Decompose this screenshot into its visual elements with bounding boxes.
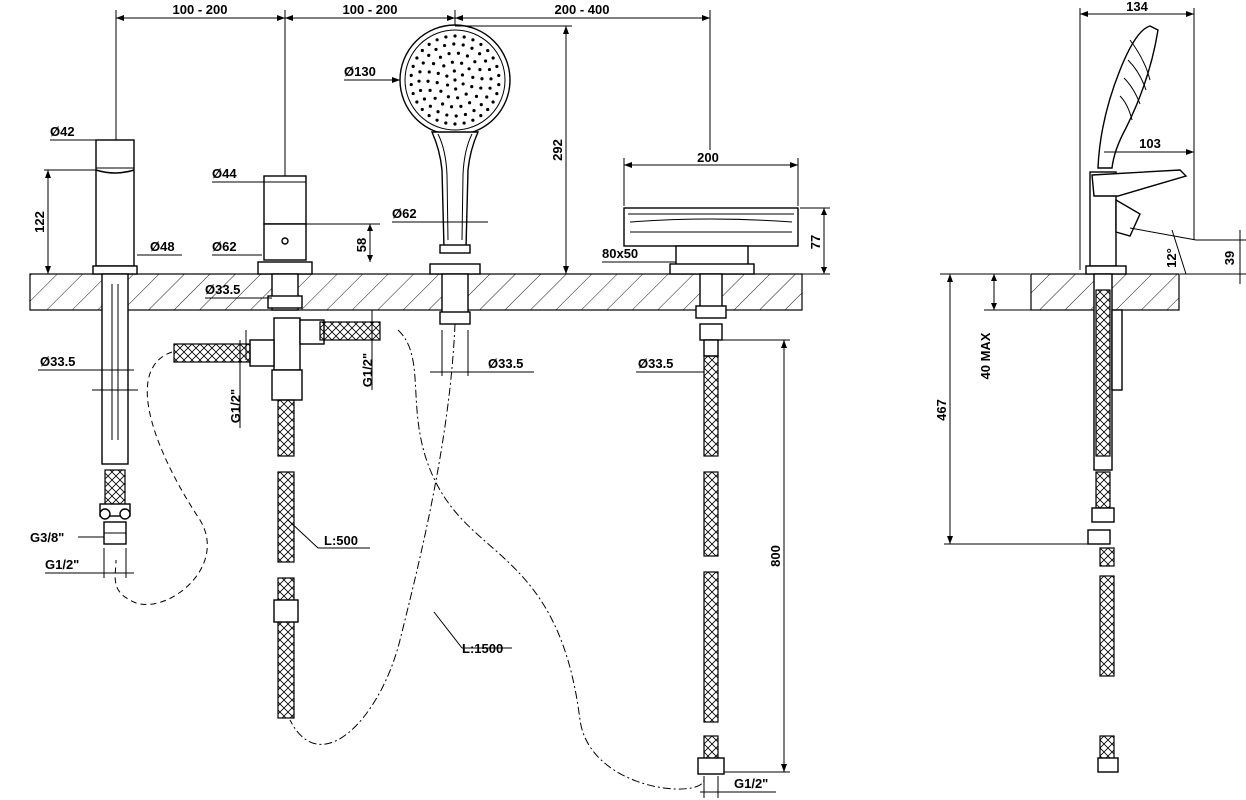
diverter-height-58: 58 (354, 238, 369, 252)
side-view-dimensions: 134 103 12° 39 40 MAX 467 (934, 0, 1246, 545)
side-view-assembly (1085, 25, 1197, 773)
mixer-diameter-42: Ø42 (50, 124, 75, 139)
deck-slab-front (29, 273, 803, 311)
shower-tail-diameter: Ø33.5 (488, 356, 523, 371)
mixer-tail-diameter: Ø33.5 (40, 354, 75, 369)
shower-dimensions: Ø130 292 Ø62 Ø33.5 L:1500 (344, 25, 572, 656)
bath-spout (623, 207, 799, 775)
mixer-thread-g38: G3/8" (30, 530, 64, 545)
side-max-thickness: 40 MAX (978, 332, 993, 379)
mixer-dimensions: Ø42 122 Ø48 Ø33.5 G3/8" G1/2" (30, 124, 182, 578)
diverter-diameter-44: Ø44 (212, 166, 237, 181)
side-length-103: 103 (1139, 136, 1161, 151)
shower-hose-path-2 (289, 323, 456, 745)
spacing-2-label: 100 - 200 (343, 2, 398, 17)
mixer-height-122: 122 (32, 211, 47, 233)
diverter-diameter-62: Ø62 (212, 239, 237, 254)
spacing-dimensions: 100 - 200 100 - 200 200 - 400 (115, 2, 711, 176)
diverter-hose-length: L:500 (324, 533, 358, 548)
side-height-39: 39 (1222, 251, 1237, 265)
side-depth-467: 467 (934, 399, 949, 421)
shower-diameter-62: Ø62 (392, 206, 417, 221)
diverter-thread-g12-right: G1/2" (360, 353, 375, 387)
mixer-hose-path (114, 351, 208, 605)
spout-dimensions: 200 77 80x50 Ø33.5 800 G1/2" (602, 150, 830, 798)
shower-diameter-130: Ø130 (344, 64, 376, 79)
shower-hose-length: L:1500 (462, 641, 503, 656)
shower-height-292: 292 (550, 139, 565, 161)
spout-plate-size: 80x50 (602, 246, 638, 261)
mixer-thread-g12: G1/2" (45, 557, 79, 572)
spout-height-77: 77 (808, 235, 823, 249)
mixer-diameter-48: Ø48 (150, 239, 175, 254)
spout-tail-diameter: Ø33.5 (638, 356, 673, 371)
hand-shower (399, 24, 511, 325)
spacing-3-label: 200 - 400 (555, 2, 610, 17)
diverter-tail-diameter: Ø33.5 (205, 282, 240, 297)
side-angle-12: 12° (1164, 248, 1179, 268)
spout-width-200: 200 (697, 150, 719, 165)
shower-hose-path (397, 329, 705, 790)
shower-nozzles (409, 34, 501, 126)
diverter-valve (173, 175, 381, 719)
spacing-1-label: 100 - 200 (173, 2, 228, 17)
spout-hose-length-800: 800 (768, 545, 783, 567)
diverter-dimensions: Ø44 Ø62 58 Ø33.5 G1/2" G1/2" L:500 (205, 166, 380, 549)
spout-thread-g12: G1/2" (734, 776, 768, 791)
side-width-134: 134 (1126, 0, 1148, 14)
diverter-thread-g12-left: G1/2" (228, 389, 243, 423)
mixer-tap (92, 139, 138, 545)
